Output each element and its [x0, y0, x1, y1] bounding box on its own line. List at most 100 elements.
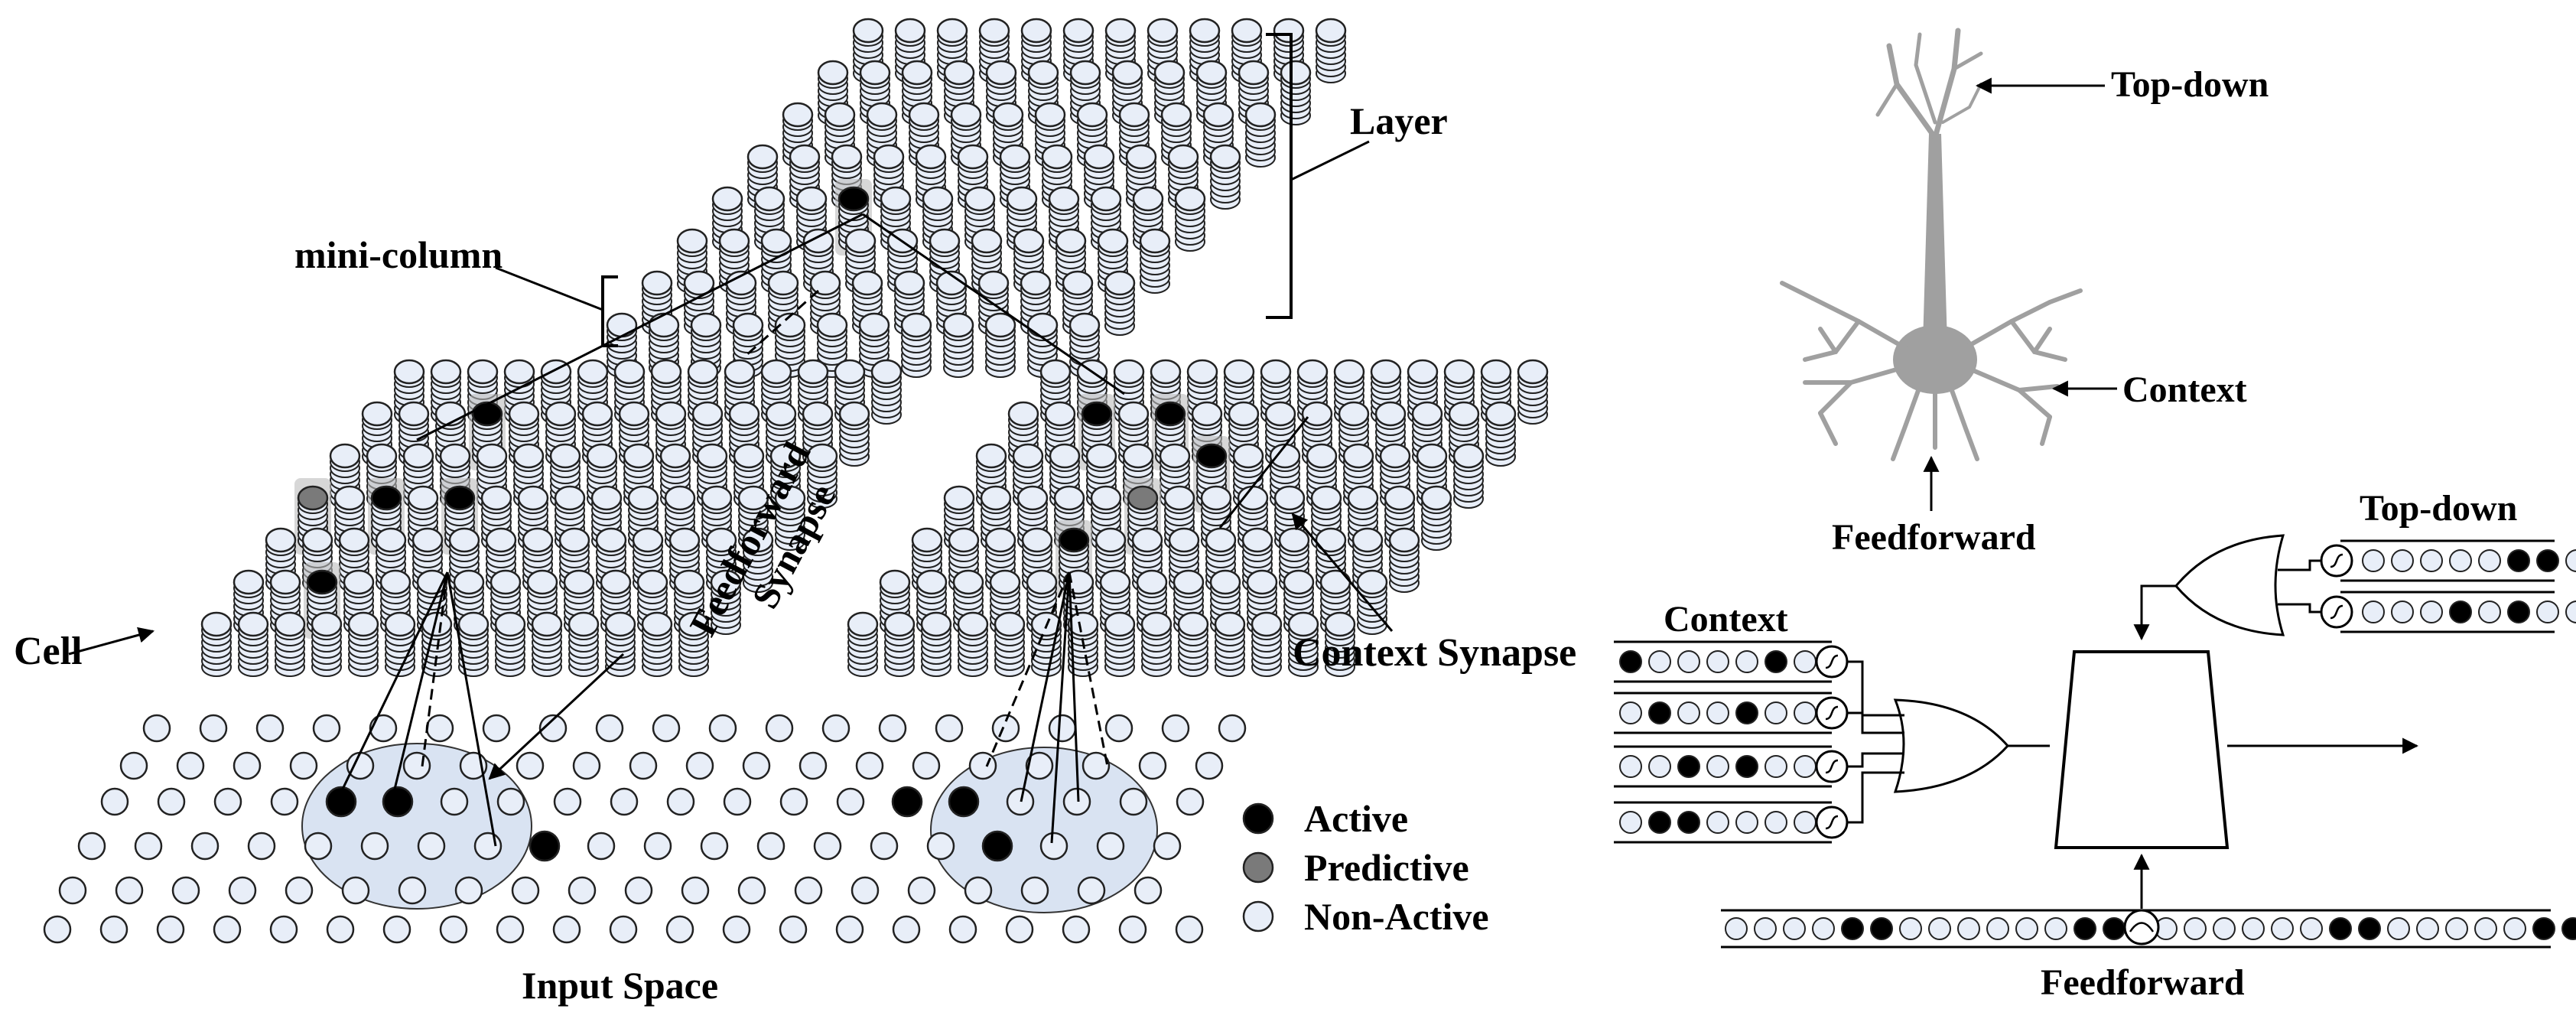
input-cell — [417, 832, 446, 861]
cell-top — [797, 359, 829, 385]
input-cell — [473, 832, 503, 861]
cell-top — [200, 611, 233, 637]
cell-top — [627, 485, 659, 511]
legend-label-active: Active — [1304, 797, 1408, 840]
context-sigmoid — [1815, 806, 1849, 839]
cell-top — [929, 228, 961, 254]
input-cell — [439, 915, 468, 944]
input-cell — [496, 787, 525, 816]
input-cell — [666, 787, 695, 816]
mini-column — [1209, 144, 1241, 210]
neuron-body — [2054, 650, 2230, 849]
input-cell — [1104, 714, 1134, 743]
mini-column — [873, 144, 905, 210]
cell-top — [1113, 359, 1145, 385]
feedforward-sigmoid — [2123, 909, 2160, 946]
cell-top — [606, 312, 638, 338]
input-cell — [1161, 714, 1190, 743]
input-cell — [1077, 876, 1106, 905]
bit-inactive — [2478, 601, 2501, 623]
input-cell — [270, 787, 299, 816]
cell-top — [430, 359, 462, 385]
bit-inactive — [1735, 811, 1758, 834]
mini-column — [957, 144, 989, 210]
cell-top — [558, 527, 590, 553]
cell-top — [1139, 228, 1171, 254]
bit-inactive — [1619, 701, 1642, 724]
mini-column — [1067, 611, 1099, 677]
input-cell — [798, 751, 828, 780]
cell-top — [1067, 611, 1099, 637]
bit-active — [2358, 917, 2381, 940]
cell-top — [728, 401, 760, 427]
cell-top — [1167, 144, 1199, 170]
cell-top — [1324, 611, 1356, 637]
cell-top — [957, 144, 989, 170]
input-cell — [851, 876, 880, 905]
legend-label-nonactive: Non-Active — [1304, 895, 1489, 938]
cell-top — [724, 359, 756, 385]
cell-top — [984, 527, 1016, 553]
cell-top — [1041, 144, 1073, 170]
cell-top — [1246, 569, 1278, 595]
cell-top — [769, 443, 802, 469]
mini-column — [1315, 18, 1347, 83]
cell-top — [623, 443, 655, 469]
bit-inactive — [2565, 549, 2576, 572]
cell-top — [942, 312, 974, 338]
mini-column — [1177, 611, 1209, 677]
cell-top — [1055, 228, 1087, 254]
cell-top — [978, 18, 1010, 44]
topdown-or-gate — [2174, 534, 2285, 636]
bit-active — [2073, 917, 2096, 940]
cell-top — [1517, 359, 1549, 385]
input-cell — [440, 787, 469, 816]
bit-active — [2532, 917, 2555, 940]
cell-top — [789, 144, 821, 170]
cell-top — [1140, 611, 1173, 637]
cell-top — [866, 102, 898, 128]
sigmoid-curve — [1825, 815, 1839, 830]
input-cell — [981, 830, 1013, 862]
cell-top — [485, 527, 517, 553]
cell-top — [1205, 527, 1237, 553]
cell-top — [453, 569, 485, 595]
bit-inactive — [1706, 701, 1729, 724]
cell-top — [508, 401, 540, 427]
cell-top — [636, 569, 668, 595]
cell-top — [883, 611, 916, 637]
mini-column — [908, 102, 940, 168]
mini-column — [590, 485, 623, 551]
cell-top — [1020, 270, 1052, 296]
input-cell — [968, 751, 997, 780]
cell-top — [503, 359, 535, 385]
cell-top — [512, 443, 545, 469]
input-cell — [595, 714, 624, 743]
cell-top — [1034, 102, 1066, 128]
cell-top — [1306, 443, 1338, 469]
synapse-line — [390, 571, 449, 802]
mini-column-bracket — [601, 275, 618, 347]
cell-top — [806, 443, 838, 469]
input-cell — [269, 915, 298, 944]
cell-top — [1118, 102, 1150, 128]
input-cell — [119, 751, 148, 780]
input-cell — [304, 832, 333, 861]
cell-top — [1127, 485, 1159, 511]
cell-top — [964, 186, 996, 212]
cell-top — [554, 485, 586, 511]
cell-top — [710, 569, 742, 595]
cell-top — [641, 270, 673, 296]
input-cell — [233, 751, 262, 780]
input-cell — [199, 714, 228, 743]
cell-top — [1012, 443, 1044, 469]
cell-top — [402, 443, 434, 469]
cell-top — [1287, 611, 1319, 637]
cell-top — [1150, 359, 1182, 385]
cell-top — [858, 312, 890, 338]
mini-column — [994, 611, 1026, 677]
cell-top — [1094, 527, 1127, 553]
input-cell — [821, 714, 851, 743]
bit-inactive — [1706, 650, 1729, 673]
cell-top — [985, 60, 1017, 86]
